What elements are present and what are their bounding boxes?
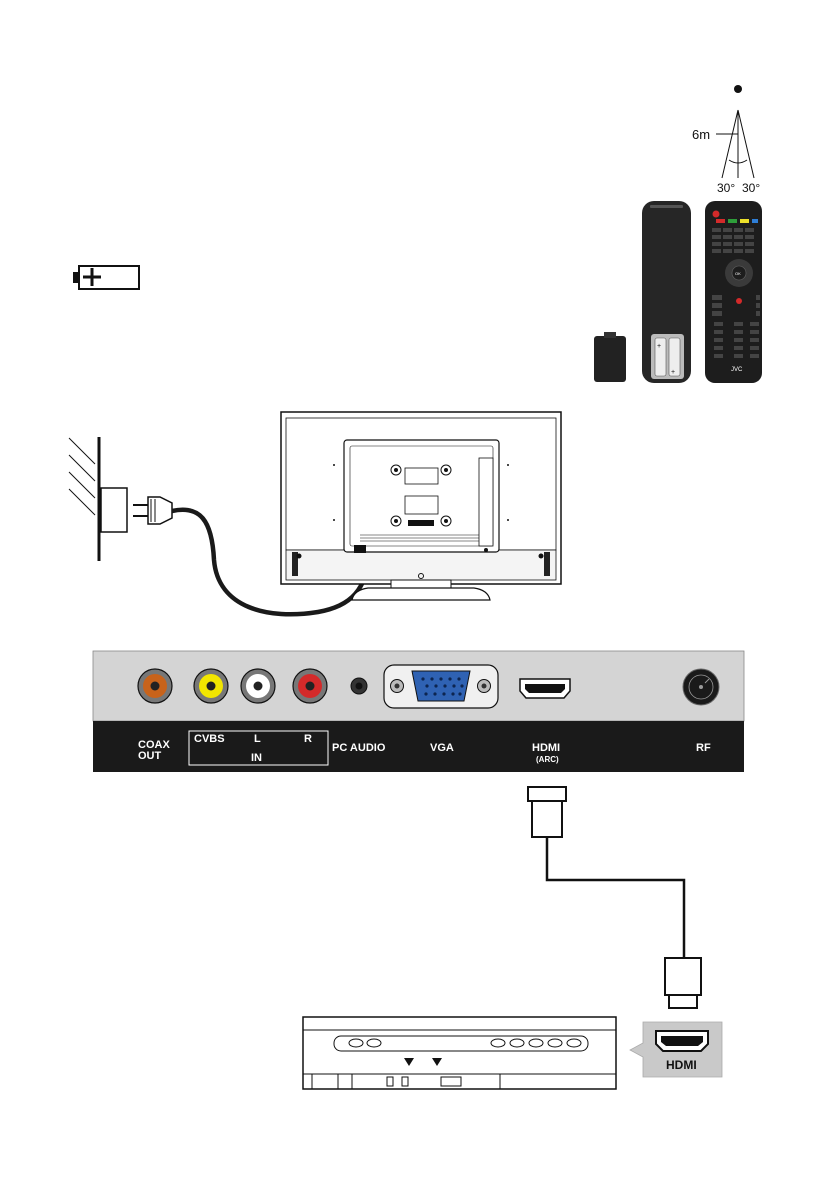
hdmi-cable-wire	[547, 837, 684, 958]
sensor-dot	[734, 85, 742, 93]
battery-cover-icon	[594, 332, 626, 382]
remote-front-icon: OK JVC	[705, 201, 762, 383]
rf-port[interactable]	[683, 669, 719, 705]
device-hdmi-label: HDMI	[666, 1058, 697, 1072]
blue-key	[752, 219, 758, 223]
coax-out-jack[interactable]	[138, 669, 172, 703]
power-plug-icon	[133, 497, 172, 524]
red-key	[716, 219, 725, 223]
vga-port[interactable]	[384, 665, 498, 708]
panel-bottom	[93, 721, 744, 772]
svg-text:+: +	[671, 369, 675, 376]
connector-panel: COAX OUT CVBS L R IN PC AUDIO VGA HDMI (…	[93, 651, 744, 772]
remote-brand: JVC	[731, 367, 743, 373]
hdmi-plug-top-body	[532, 801, 562, 837]
wall-outlet	[69, 437, 127, 561]
mute-key	[736, 298, 742, 304]
pc-audio-label: PC AUDIO	[332, 742, 386, 754]
range-right-line	[738, 110, 754, 178]
coax-label-line2: OUT	[138, 750, 162, 762]
hdmi-panel-label: HDMI	[532, 742, 560, 754]
audio-left-label: L	[254, 733, 261, 745]
cvbs-label: CVBS	[194, 733, 225, 745]
rf-label: RF	[696, 742, 711, 754]
battery-icon	[73, 266, 139, 289]
audio-right-jack[interactable]	[293, 669, 327, 703]
range-left-line	[722, 110, 738, 178]
hdmi-cable	[528, 787, 701, 1008]
power-key-icon	[713, 211, 720, 218]
hdmi-plug-top-tip	[528, 787, 566, 801]
distance-label: 6m	[692, 127, 710, 142]
cvbs-jack[interactable]	[194, 669, 228, 703]
socket	[101, 488, 127, 532]
angle-left-label: 30°	[717, 181, 735, 195]
audio-left-jack[interactable]	[241, 669, 275, 703]
vga-label: VGA	[430, 742, 454, 754]
svg-text:+: +	[657, 343, 661, 350]
device-hdmi-callout: HDMI	[630, 1022, 722, 1077]
hdmi-port[interactable]	[520, 679, 570, 698]
hdmi-arc-label: (ARC)	[536, 755, 559, 764]
green-key	[728, 219, 737, 223]
tv-back-view	[281, 412, 561, 600]
pc-audio-jack[interactable]	[351, 678, 367, 694]
external-device	[303, 1017, 616, 1089]
ok-key-label: OK	[735, 271, 741, 276]
hdmi-plug-bottom-tip	[669, 995, 697, 1008]
yellow-key	[740, 219, 749, 223]
hdmi-plug-bottom-body	[665, 958, 701, 995]
angle-right-label: 30°	[742, 181, 760, 195]
remote-range-diagram: 6m 30° 30°	[692, 85, 760, 195]
audio-right-label: R	[304, 733, 312, 745]
av-in-label: IN	[251, 752, 262, 764]
remote-back-icon: + +	[642, 201, 691, 383]
